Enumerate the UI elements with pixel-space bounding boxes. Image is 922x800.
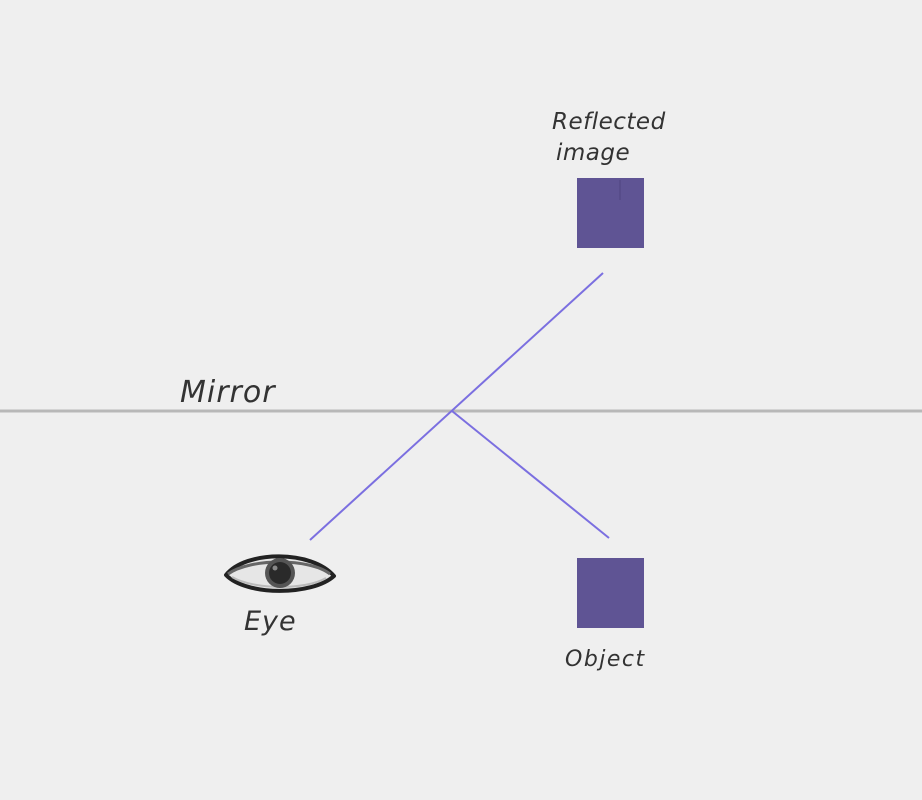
reflected-image-label-line1: Reflected [552, 109, 666, 135]
object-label: Object [565, 647, 646, 672]
object-square [577, 558, 644, 628]
reflected-image-square [577, 178, 644, 248]
reflected-image-label-line2: image [556, 140, 630, 166]
eye-label: Eye [244, 606, 297, 637]
ray-mirror-to-object [451, 410, 610, 539]
mirror-label: Mirror [180, 375, 276, 410]
eye-icon [224, 554, 336, 593]
ray-eye-to-image [309, 272, 604, 541]
